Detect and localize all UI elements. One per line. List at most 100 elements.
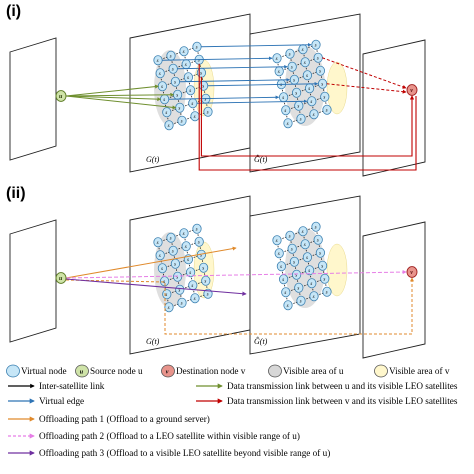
virtual-node-label: s — [317, 57, 319, 62]
inter-satellite-link — [166, 112, 170, 126]
virtual-node-label: s — [276, 57, 278, 62]
destination-plane — [362, 39, 426, 177]
virtual-node — [322, 286, 332, 297]
panel-i: (i)sssssssssssssssssssssssssssssssssssss… — [6, 3, 426, 177]
legend-item: v Destination node v — [161, 364, 246, 378]
virtual-node-label: s — [284, 291, 286, 296]
inter-satellite-link — [311, 101, 315, 115]
virtual-node — [300, 57, 310, 68]
inter-satellite-link — [170, 55, 175, 70]
virtual-node-label: s — [170, 237, 172, 242]
virtual-edge — [207, 82, 319, 87]
virtual-node — [304, 265, 315, 276]
virtual-node — [287, 61, 297, 72]
virtual-node-label: s — [207, 293, 209, 298]
virtual-node-label: s — [194, 297, 196, 302]
v-links — [198, 57, 417, 171]
virtual-node-label: s — [315, 226, 317, 231]
virtual-node — [315, 247, 325, 258]
offloading-path-1 — [65, 246, 237, 279]
inter-satellite-link — [157, 242, 162, 256]
legend-line-label: Offloading path 1 (Offload to a ground s… — [39, 414, 210, 424]
legend-line-item: Virtual edge — [8, 396, 84, 406]
virtual-node-label: s — [280, 83, 282, 88]
destination-node-label: v — [410, 270, 413, 276]
v-transmission-link — [198, 63, 417, 171]
virtual-node-label: s — [198, 241, 200, 246]
inter-satellite-link — [283, 279, 287, 293]
virtual-node — [309, 291, 319, 302]
virtual-node-label: s — [310, 282, 312, 287]
virtual-node-label: s — [176, 94, 178, 99]
inter-satellite-link — [276, 58, 281, 72]
virtual-node-label: s — [300, 300, 302, 305]
virtual-node-label: s — [291, 248, 293, 253]
source-node-u — [55, 272, 67, 284]
virtual-node-label: s — [181, 120, 183, 125]
virtual-node-label: s — [200, 254, 202, 259]
virtual-node-label: s — [300, 118, 302, 123]
virtual-node — [298, 226, 308, 237]
virtual-node-label: s — [183, 232, 185, 237]
virtual-node — [283, 300, 293, 311]
visible-area-v — [326, 61, 348, 115]
virtual-node-label: s — [280, 265, 282, 270]
virtual-node-label: s — [198, 59, 200, 64]
legend-line-item: Inter-satellite link — [8, 381, 105, 391]
virtual-node — [186, 85, 196, 96]
inter-satellite-link — [177, 276, 181, 291]
virtual-node-label: s — [202, 267, 204, 272]
virtual-node-label: s — [172, 68, 174, 73]
virtual-node — [173, 271, 183, 282]
legend-label: Source node u — [90, 366, 143, 376]
inter-satellite-link — [309, 270, 313, 284]
virtual-node-label: s — [174, 81, 176, 86]
offloading-paths — [65, 246, 414, 335]
legend-line-label: Inter-satellite link — [39, 381, 105, 391]
legend-label: Destination node v — [176, 366, 246, 376]
inter-satellite-link — [157, 60, 162, 74]
visible-area-v — [326, 243, 348, 297]
virtual-node — [177, 297, 187, 308]
virtual-node — [320, 91, 330, 102]
virtual-node-label: s — [315, 44, 317, 49]
virtual-node-label: s — [321, 83, 323, 88]
virtual-node — [285, 48, 295, 59]
u-transmission-link — [65, 95, 162, 102]
virtual-node-label: s — [196, 228, 198, 233]
virtual-node-label: s — [185, 245, 187, 250]
legend-label: Visible area of u — [283, 366, 344, 376]
inter-satellite-link — [307, 75, 311, 89]
u-transmission-link — [65, 84, 160, 97]
virtual-node — [194, 236, 204, 247]
source-node-u — [75, 364, 89, 378]
virtual-node-label: s — [282, 96, 284, 101]
virtual-node-label: s — [157, 59, 159, 64]
inter-satellite-link — [175, 81, 179, 96]
virtual-node-label: s — [189, 89, 191, 94]
inter-satellite-link — [190, 272, 194, 286]
virtual-node-label: s — [313, 295, 315, 300]
inter-satellite-link — [294, 261, 298, 276]
legend-symbol: v — [166, 370, 169, 376]
virtual-node-label: s — [321, 265, 323, 270]
panel-ii: (ii)ssssssssssssssssssssssssssssssssssss… — [6, 185, 426, 359]
virtual-node-label: s — [163, 98, 165, 103]
graph-label-left: G(t) — [146, 155, 160, 164]
virtual-node — [272, 235, 282, 246]
virtual-node-label: s — [276, 239, 278, 244]
virtual-node-label: s — [207, 111, 209, 116]
u-transmission-link — [65, 92, 175, 97]
virtual-node-label: s — [178, 289, 180, 294]
virtual-node-label: s — [310, 100, 312, 105]
virtual-node-label: s — [278, 70, 280, 75]
virtual-edge — [179, 78, 290, 83]
virtual-node-label: s — [306, 256, 308, 261]
virtual-node — [186, 267, 196, 278]
virtual-node — [322, 104, 332, 115]
virtual-node-label: s — [289, 53, 291, 58]
